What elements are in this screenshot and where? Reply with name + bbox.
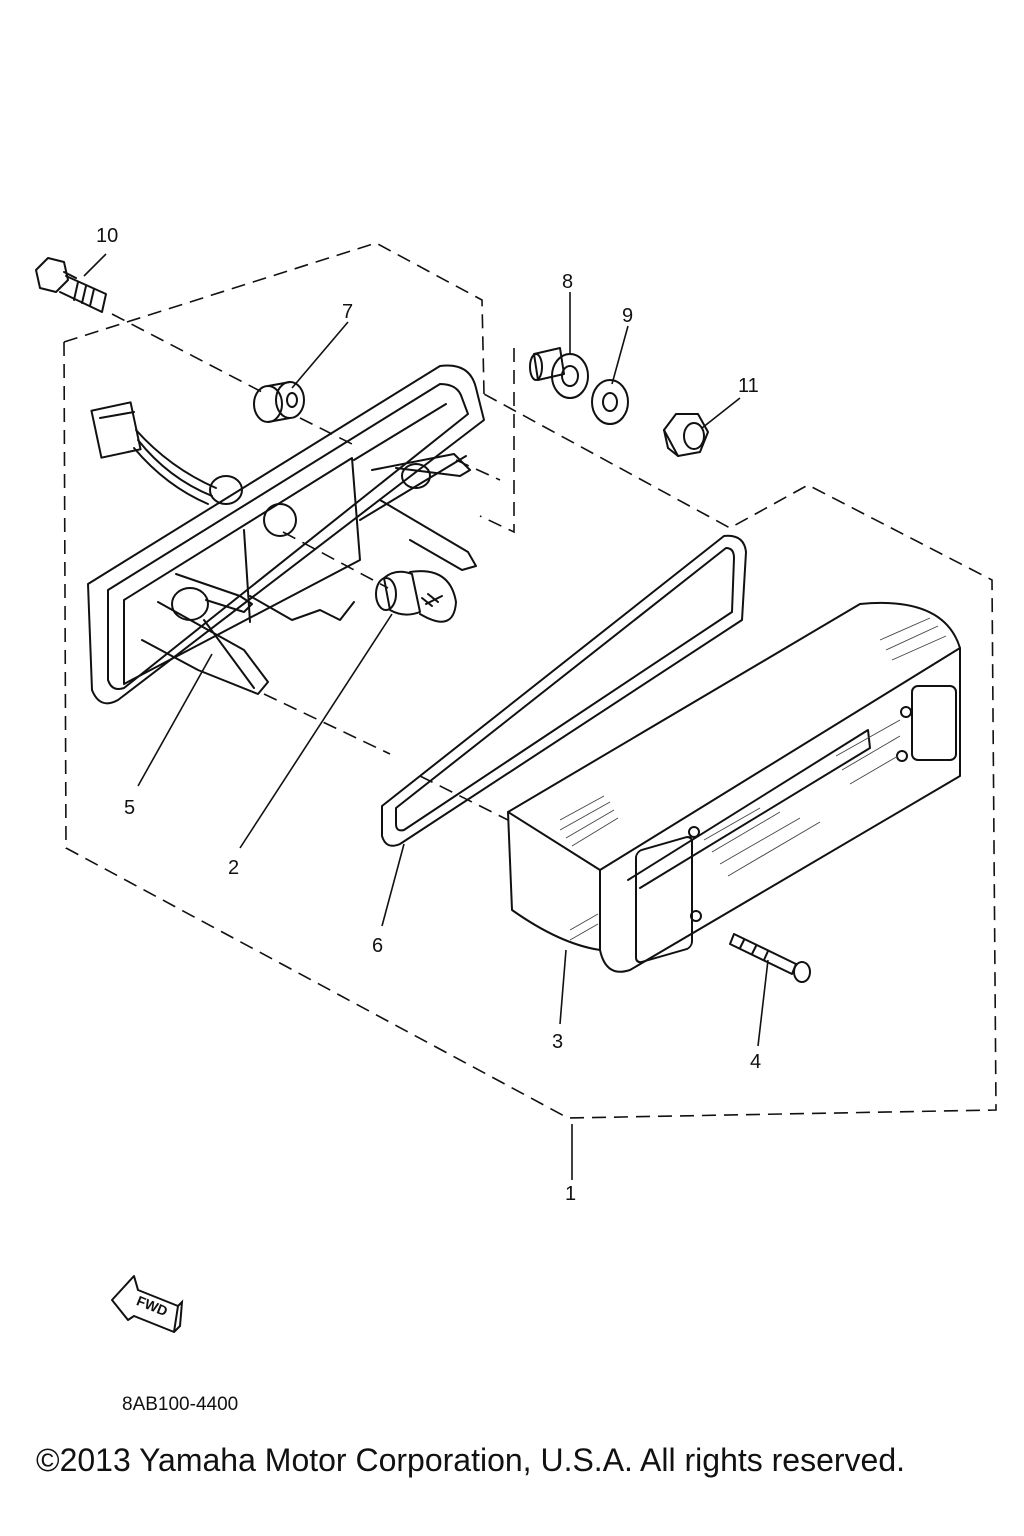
part-7-grommet xyxy=(253,381,305,423)
callout-8: 8 xyxy=(562,271,573,293)
callout-9: 9 xyxy=(622,305,633,327)
lens-hatching xyxy=(559,617,947,941)
callout-7: 7 xyxy=(342,301,353,323)
callout-3: 3 xyxy=(552,1031,563,1053)
diagram-code: 8AB100-4400 xyxy=(122,1394,239,1415)
part-3-lens xyxy=(507,602,961,973)
part-6-gasket xyxy=(381,534,747,847)
callout-1: 1 xyxy=(565,1183,576,1205)
part-8-collar xyxy=(529,347,589,399)
callout-5: 5 xyxy=(124,797,135,819)
callout-4: 4 xyxy=(750,1051,761,1073)
callout-2: 2 xyxy=(228,857,239,879)
fwd-arrow: FWD xyxy=(111,1275,184,1333)
part-5-housing xyxy=(87,364,485,705)
part-10-bolt xyxy=(35,257,107,313)
copyright-notice: ©2013 Yamaha Motor Corporation, U.S.A. A… xyxy=(36,1442,906,1478)
assembly-boundary xyxy=(63,242,997,1119)
alignment-lines xyxy=(111,313,509,821)
part-2-bulb xyxy=(375,570,457,623)
wire-harness xyxy=(90,401,243,505)
part-11-nut xyxy=(663,413,709,457)
callout-11: 11 xyxy=(738,375,759,397)
callout-10: 10 xyxy=(96,225,118,247)
callout-6: 6 xyxy=(372,935,383,957)
part-9-washer xyxy=(591,379,629,425)
part-4-screw xyxy=(729,933,811,983)
callout-labels: 10 7 8 9 11 5 2 6 3 4 1 xyxy=(96,225,761,1205)
leader-lines xyxy=(83,253,769,1180)
